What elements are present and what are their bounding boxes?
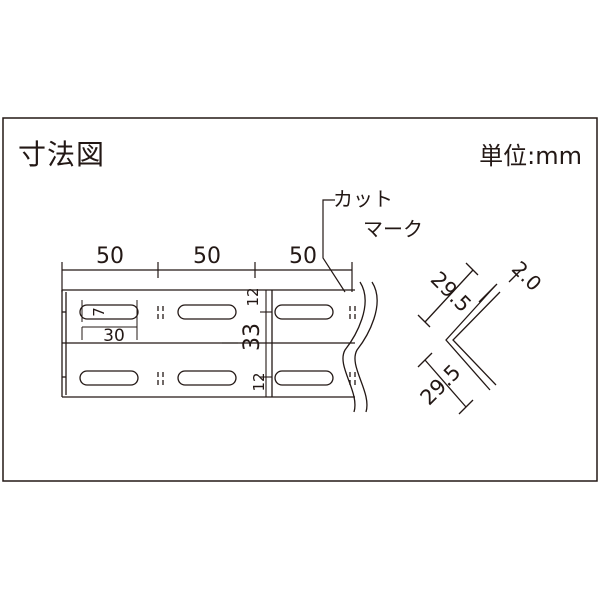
- slot-length-label: 30: [103, 326, 125, 346]
- slot-hole: [177, 370, 237, 386]
- hole-spacing-label: 33: [240, 323, 265, 351]
- channel-body: [61, 281, 378, 413]
- cut-mark-callout: [322, 199, 346, 293]
- pitch-label-1: 50: [96, 244, 124, 269]
- edge-top-label: 12: [244, 287, 262, 306]
- cut-mark-text-2: マーク: [363, 217, 423, 241]
- pitch-dimension: [61, 262, 353, 292]
- spacing-dimension: [222, 290, 272, 397]
- cut-mark-text-1: カット: [333, 187, 393, 211]
- pitch-label-3: 50: [289, 244, 317, 269]
- drawing-title: 寸法図: [18, 138, 106, 171]
- outer-border: [2, 117, 598, 482]
- slot-holes: [79, 304, 334, 386]
- slot-hole: [79, 304, 139, 320]
- unit-label: 単位:mm: [479, 142, 582, 170]
- leg-b-label: 29.5: [416, 360, 466, 410]
- slot-hole: [79, 370, 139, 386]
- hidden-slot-marks: [157, 306, 356, 385]
- slot-hole: [177, 304, 237, 320]
- slot-width-label: 7: [90, 307, 108, 317]
- slot-dimension: [81, 300, 138, 340]
- slot-hole: [274, 370, 334, 386]
- pitch-label-2: 50: [193, 244, 221, 269]
- slot-hole: [274, 304, 334, 320]
- thickness-label: 2.0: [507, 256, 546, 295]
- angle-section: [417, 262, 522, 415]
- edge-bottom-label: 12: [250, 372, 268, 391]
